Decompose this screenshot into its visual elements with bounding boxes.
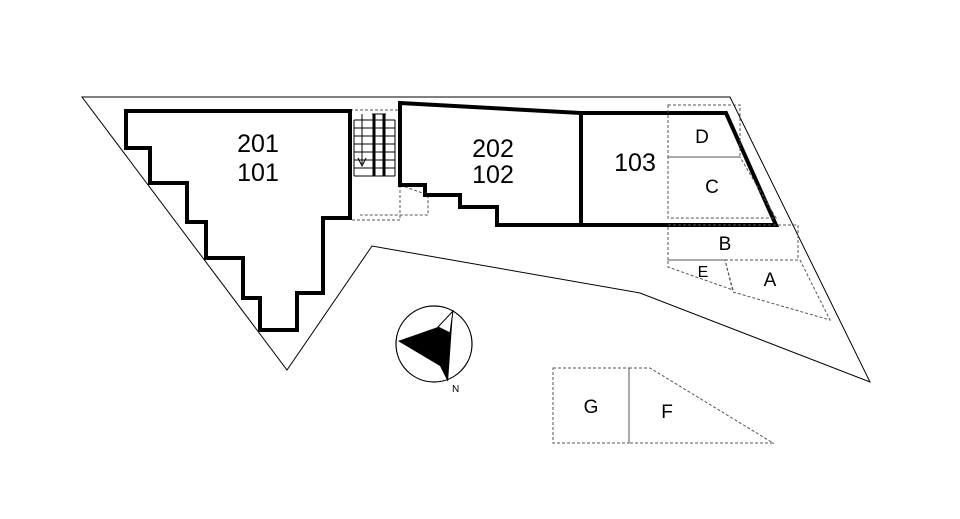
parking-label-d: D bbox=[695, 127, 709, 148]
parking-label-c: C bbox=[705, 177, 719, 198]
unit-label-101: 101 bbox=[237, 159, 279, 187]
staircase bbox=[349, 109, 401, 221]
compass-north-label: N bbox=[452, 384, 459, 395]
parking-label-g: G bbox=[584, 397, 599, 418]
compass-needle-icon bbox=[398, 311, 453, 382]
unit-label-103: 103 bbox=[614, 149, 656, 177]
parking-label-e: E bbox=[698, 264, 709, 281]
unit-label-202: 202 bbox=[472, 135, 514, 163]
parking-label-a: A bbox=[764, 270, 777, 291]
parking-spaces bbox=[552, 104, 831, 444]
parking-space-f bbox=[628, 367, 775, 444]
parking-space-c bbox=[667, 156, 777, 219]
parking-label-b: B bbox=[719, 234, 732, 255]
site-boundary bbox=[80, 96, 872, 383]
parking-space-b bbox=[667, 224, 799, 261]
unit-label-102: 102 bbox=[472, 161, 514, 189]
unit-201-101 bbox=[124, 109, 352, 332]
parking-space-g bbox=[552, 367, 630, 444]
middle-unit-yard bbox=[360, 184, 429, 216]
parking-label-f: F bbox=[661, 402, 673, 423]
parking-space-e bbox=[667, 259, 734, 291]
compass: N bbox=[395, 305, 473, 395]
unit-label-201: 201 bbox=[237, 130, 279, 158]
parking-space-a bbox=[724, 259, 831, 321]
